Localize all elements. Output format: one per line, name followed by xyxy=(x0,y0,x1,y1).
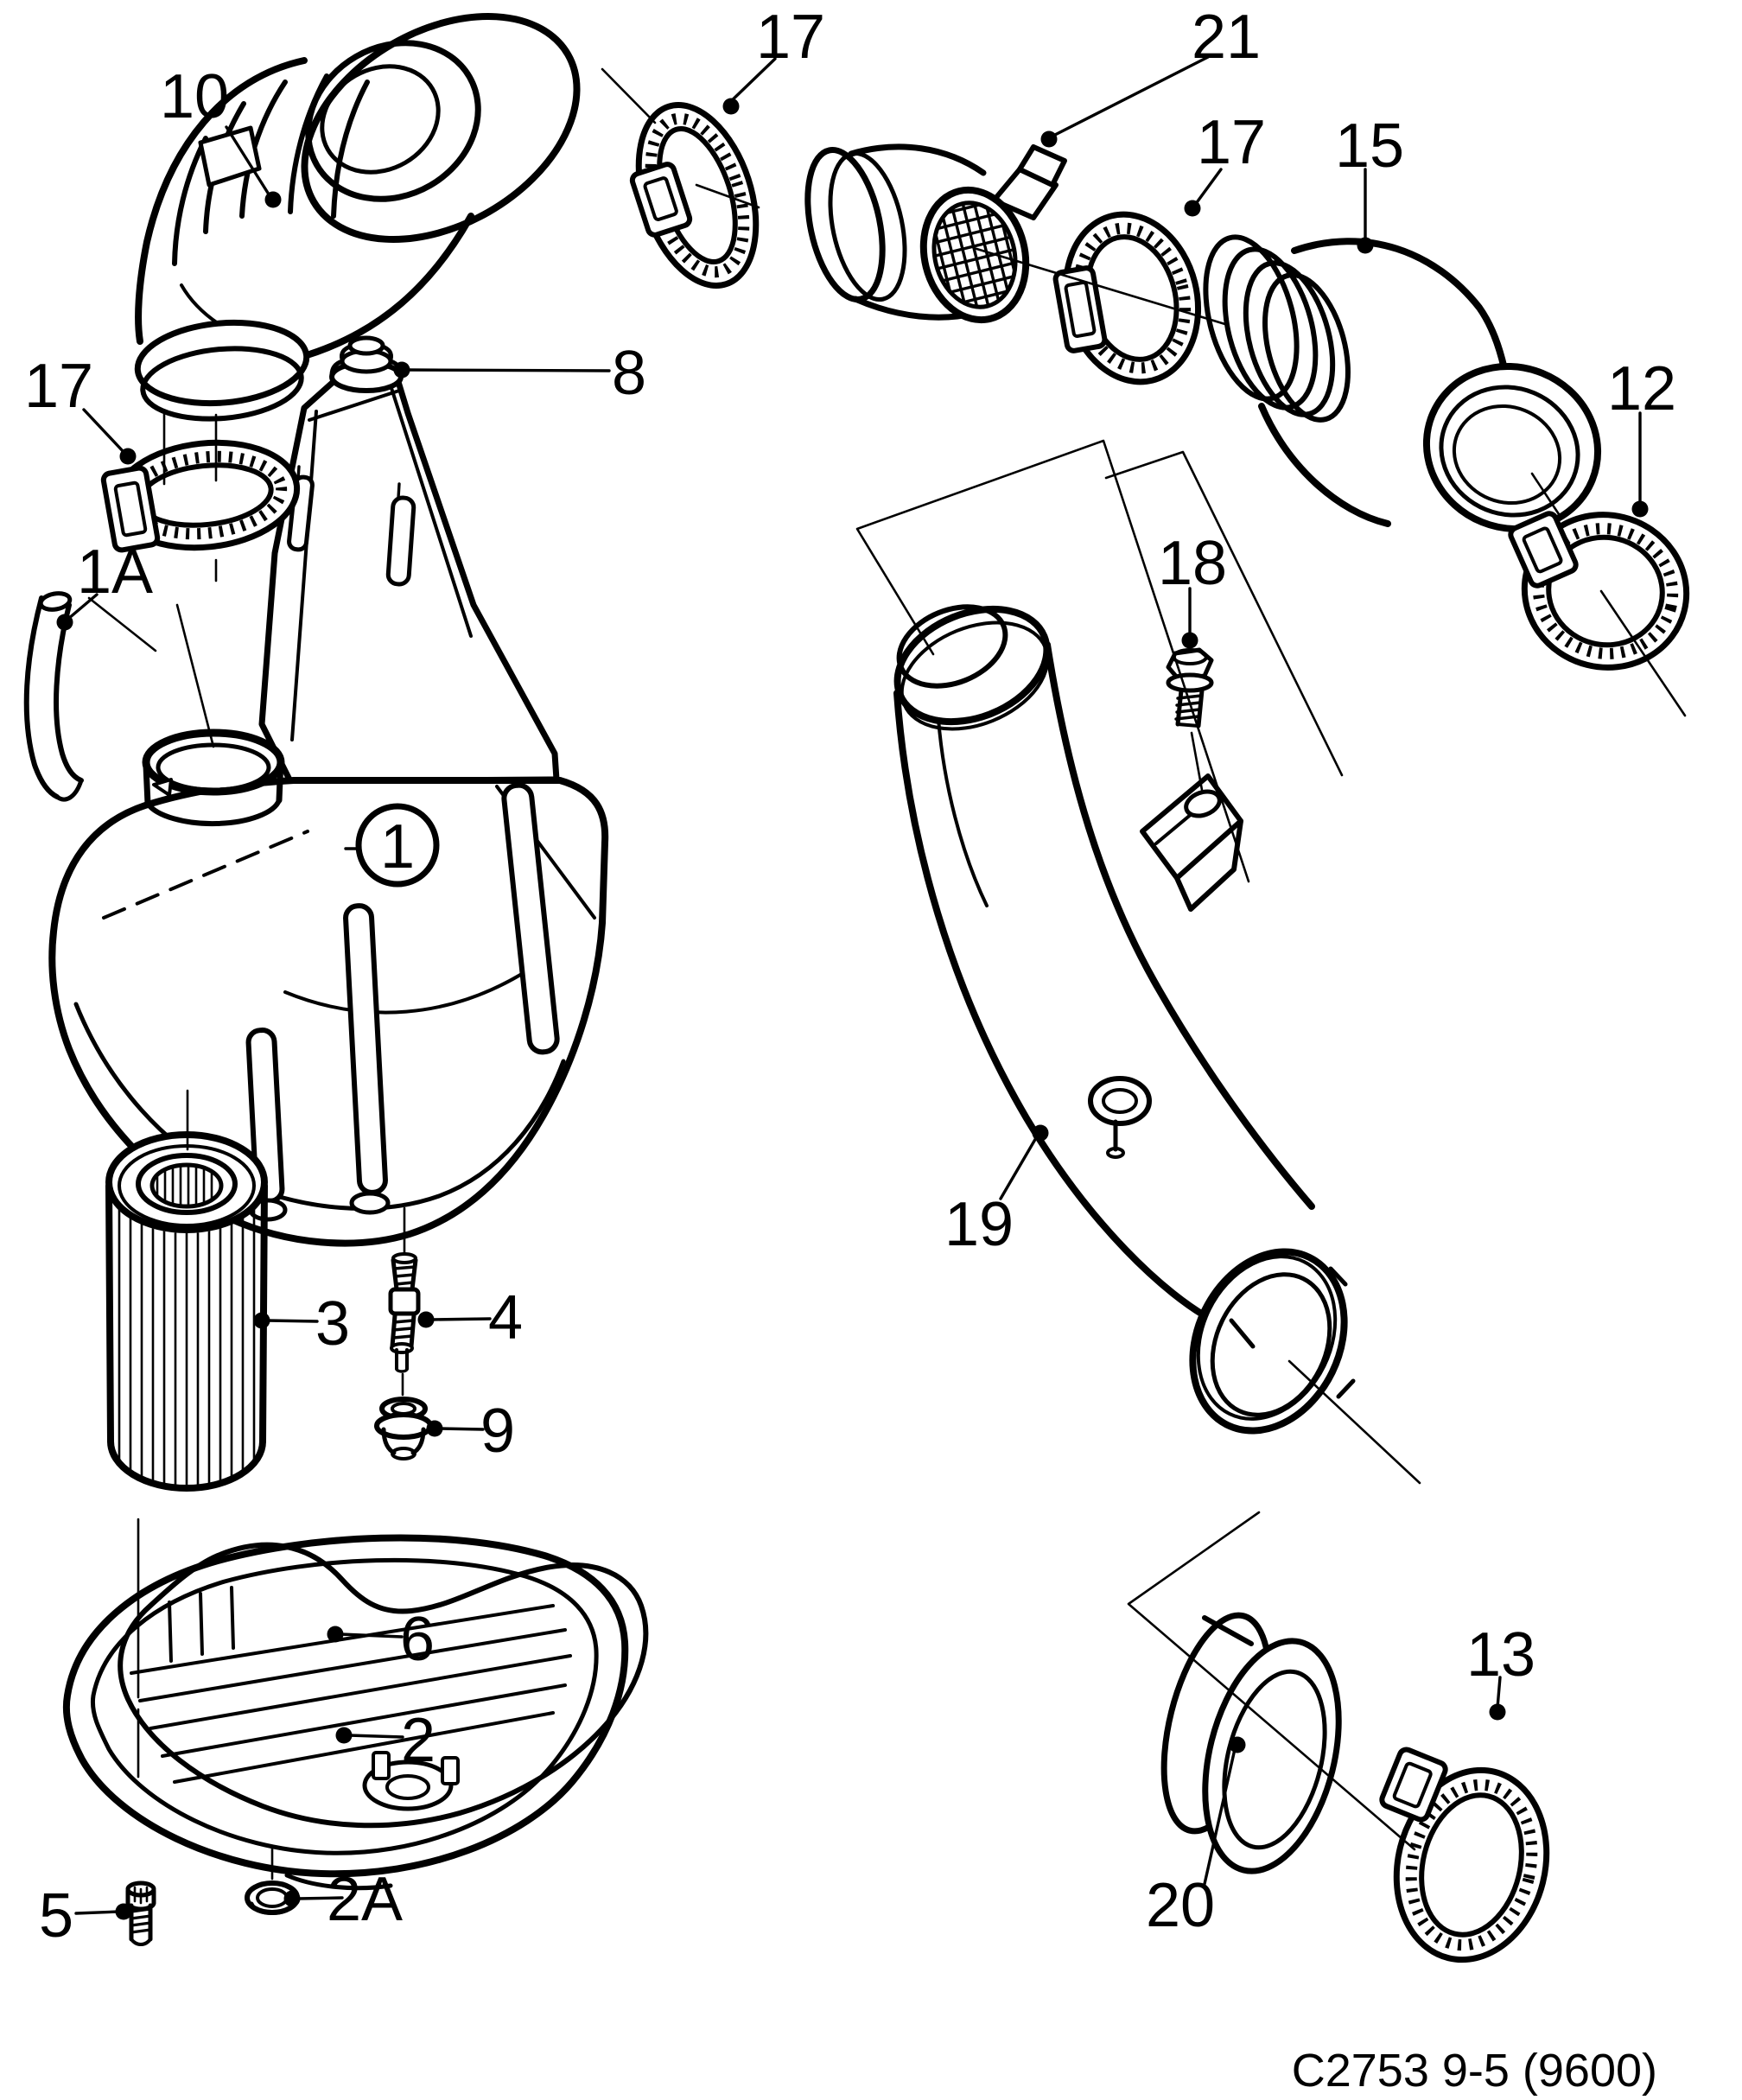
hose-clamp-intake-hose-end xyxy=(1508,511,1690,671)
callout-2a-label: 2A xyxy=(327,1865,403,1934)
elbow-hose-flange xyxy=(134,319,310,407)
rubber-grommet xyxy=(329,335,404,393)
callout-18-label: 18 xyxy=(1158,529,1227,598)
pipe-boss xyxy=(1088,1076,1152,1159)
hose-clamp-snorkel xyxy=(100,439,301,553)
callout-10-label: 10 xyxy=(160,62,229,131)
drain-grommet xyxy=(374,1397,433,1460)
sensor-grid xyxy=(923,194,1027,316)
hose-clamp-elbow-to-sensor xyxy=(629,102,760,289)
callout-21: 21 xyxy=(1040,3,1261,148)
callout-17-right-label: 17 xyxy=(1197,108,1266,177)
callout-15: 15 xyxy=(1335,111,1404,254)
air-filter-element xyxy=(105,1131,268,1492)
callout-13: 13 xyxy=(1466,1620,1535,1721)
housing-leg xyxy=(501,782,560,1055)
callout-21-label: 21 xyxy=(1192,3,1261,72)
housing-inlet-neck xyxy=(142,729,285,827)
callout-20: 20 xyxy=(1146,1736,1246,1940)
screw xyxy=(125,1880,156,1946)
callout-2-label: 2 xyxy=(401,1706,436,1775)
callout-4: 4 xyxy=(417,1283,523,1352)
vent-tube xyxy=(23,591,84,802)
callout-1-label: 1 xyxy=(380,812,415,881)
callout-8-label: 8 xyxy=(612,339,646,408)
callout-3-label: 3 xyxy=(315,1289,350,1359)
callout-4-label: 4 xyxy=(488,1283,523,1352)
air-duct xyxy=(258,370,560,785)
callouts: 10 17 21 17 15 12 17 8 xyxy=(24,3,1676,2097)
air-intake-hose xyxy=(1203,234,1602,533)
air-cleaner-lower-housing xyxy=(62,1534,629,1891)
callout-6: 6 xyxy=(327,1605,435,1674)
housing-seal xyxy=(118,1542,649,1829)
callout-17-top: 17 xyxy=(722,3,825,115)
callout-12-label: 12 xyxy=(1607,354,1676,423)
callout-18: 18 xyxy=(1158,529,1227,649)
callout-1a-label: 1A xyxy=(77,538,153,607)
callout-1a: 1A xyxy=(56,538,153,631)
filter-hole-hatch xyxy=(156,1165,213,1206)
callout-2a: 2A xyxy=(283,1865,403,1934)
construction-lines xyxy=(87,67,1687,1880)
callout-17-left-label: 17 xyxy=(24,352,93,421)
callout-13-label: 13 xyxy=(1466,1620,1535,1690)
callout-9: 9 xyxy=(426,1397,515,1466)
callout-20-label: 20 xyxy=(1146,1871,1215,1940)
callout-1-circle xyxy=(355,803,440,888)
intake-elbow-hose xyxy=(134,13,581,422)
hose-clamp-sensor-to-hose xyxy=(1052,211,1202,385)
callout-5: 5 xyxy=(39,1881,132,1950)
drawing-reference-caption: C2753 9-5 (9600) xyxy=(1292,2045,1657,2097)
flange-bolt xyxy=(1166,647,1214,729)
hose-clamp-outlet xyxy=(1379,1747,1550,1963)
air-cleaner-upper-housing xyxy=(48,729,609,1247)
callout-17-top-label: 17 xyxy=(756,3,825,72)
callout-17-right: 17 xyxy=(1184,108,1266,217)
pipe-bracket xyxy=(1140,773,1243,912)
callout-2: 2 xyxy=(335,1706,436,1775)
filter-pleats xyxy=(118,1208,256,1488)
callout-19: 19 xyxy=(944,1124,1049,1259)
drain-nipple xyxy=(388,1252,421,1373)
callout-6-label: 6 xyxy=(400,1605,435,1674)
resonator-intake-pipe xyxy=(893,604,1356,1435)
plug xyxy=(245,1880,300,1915)
air-mass-sensor-connector xyxy=(991,144,1067,220)
callout-12: 12 xyxy=(1607,354,1676,518)
duct-stud xyxy=(385,495,416,587)
callout-1: 1 xyxy=(344,803,440,888)
air-mass-sensor xyxy=(804,143,1067,324)
callout-5-label: 5 xyxy=(39,1881,73,1950)
callout-19-label: 19 xyxy=(944,1190,1014,1259)
callout-8: 8 xyxy=(393,339,646,408)
callout-15-label: 15 xyxy=(1335,111,1404,181)
callout-17-left: 17 xyxy=(24,352,137,465)
callout-10: 10 xyxy=(160,62,282,208)
callout-9-label: 9 xyxy=(480,1397,515,1466)
callout-3: 3 xyxy=(253,1289,350,1359)
